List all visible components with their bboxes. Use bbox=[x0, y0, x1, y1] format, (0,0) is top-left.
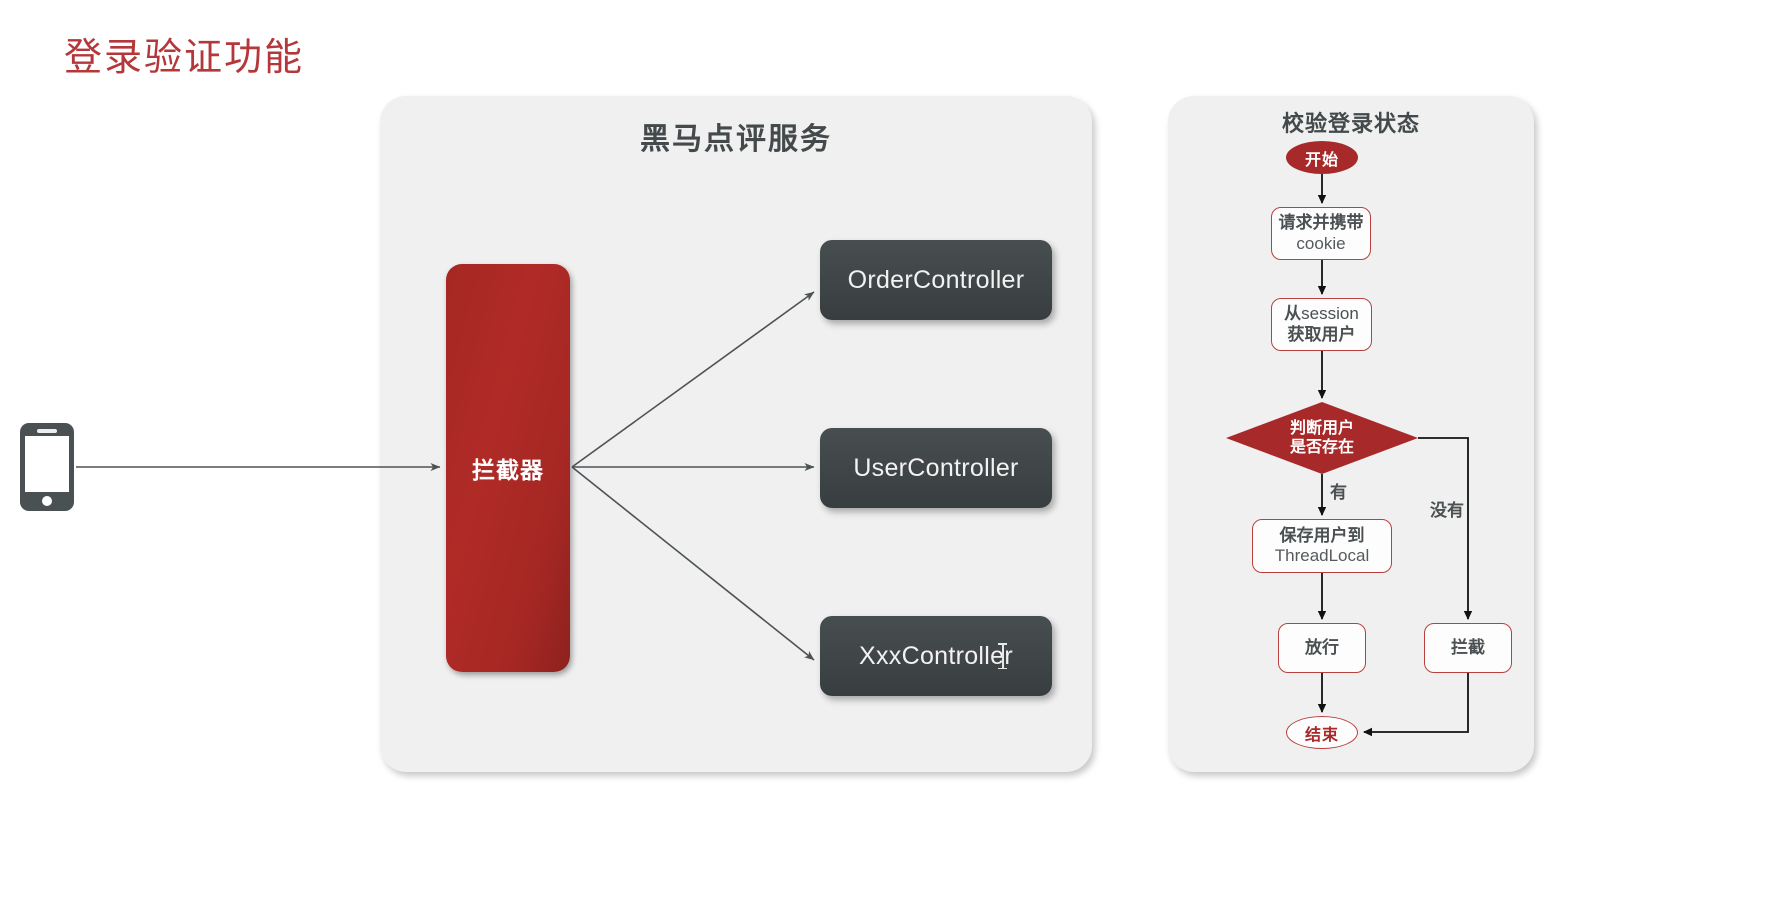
user-controller-label: UserController bbox=[853, 453, 1019, 482]
flow-node-session-line2: 获取用户 bbox=[1287, 324, 1356, 344]
flow-node-request: 请求并携带 cookie bbox=[1271, 207, 1371, 260]
flow-node-pass-label: 放行 bbox=[1305, 637, 1339, 657]
user-controller-box: UserController bbox=[820, 428, 1052, 508]
flow-node-save-line1: 保存用户到 bbox=[1279, 525, 1365, 545]
flow-node-session-line1: 从session bbox=[1284, 304, 1359, 324]
order-controller-label: OrderController bbox=[847, 265, 1025, 294]
edge-label-yes: 有 bbox=[1330, 483, 1347, 502]
flow-node-block: 拦截 bbox=[1424, 623, 1512, 673]
flow-node-pass: 放行 bbox=[1278, 623, 1366, 673]
flow-node-decision-line2: 是否存在 bbox=[1289, 439, 1354, 456]
smartphone-icon bbox=[20, 423, 74, 511]
phone-home-button bbox=[42, 496, 52, 506]
page-title: 登录验证功能 bbox=[64, 37, 305, 79]
flow-node-start: 开始 bbox=[1286, 141, 1358, 174]
flow-node-end: 结束 bbox=[1286, 716, 1358, 749]
edge-label-no: 没有 bbox=[1430, 501, 1464, 520]
interceptor-label: 拦截器 bbox=[472, 457, 544, 483]
flow-node-session: 从session 获取用户 bbox=[1271, 298, 1372, 351]
flow-node-block-label: 拦截 bbox=[1451, 637, 1485, 657]
flow-node-decision: 判断用户 是否存在 bbox=[1226, 402, 1418, 474]
flow-node-start-label: 开始 bbox=[1304, 151, 1339, 169]
flow-panel-title: 校验登录状态 bbox=[1281, 111, 1420, 136]
phone-screen bbox=[25, 436, 69, 492]
service-panel-title: 黑马点评服务 bbox=[640, 123, 832, 156]
xxx-controller-label: XxxController bbox=[859, 641, 1013, 670]
flow-node-request-line1: 请求并携带 bbox=[1278, 213, 1364, 233]
flow-node-request-line2: cookie bbox=[1296, 233, 1346, 253]
xxx-controller-box: XxxController bbox=[820, 616, 1052, 696]
flow-node-save-user: 保存用户到 ThreadLocal bbox=[1252, 519, 1392, 573]
flow-node-end-label: 结束 bbox=[1304, 726, 1339, 744]
decision-text: 判断用户 是否存在 bbox=[1226, 402, 1418, 474]
flow-node-save-line2: ThreadLocal bbox=[1274, 546, 1370, 565]
phone-speaker bbox=[37, 429, 57, 433]
flow-node-decision-line1: 判断用户 bbox=[1289, 419, 1354, 437]
order-controller-box: OrderController bbox=[820, 240, 1052, 320]
interceptor-block: 拦截器 bbox=[446, 264, 570, 672]
